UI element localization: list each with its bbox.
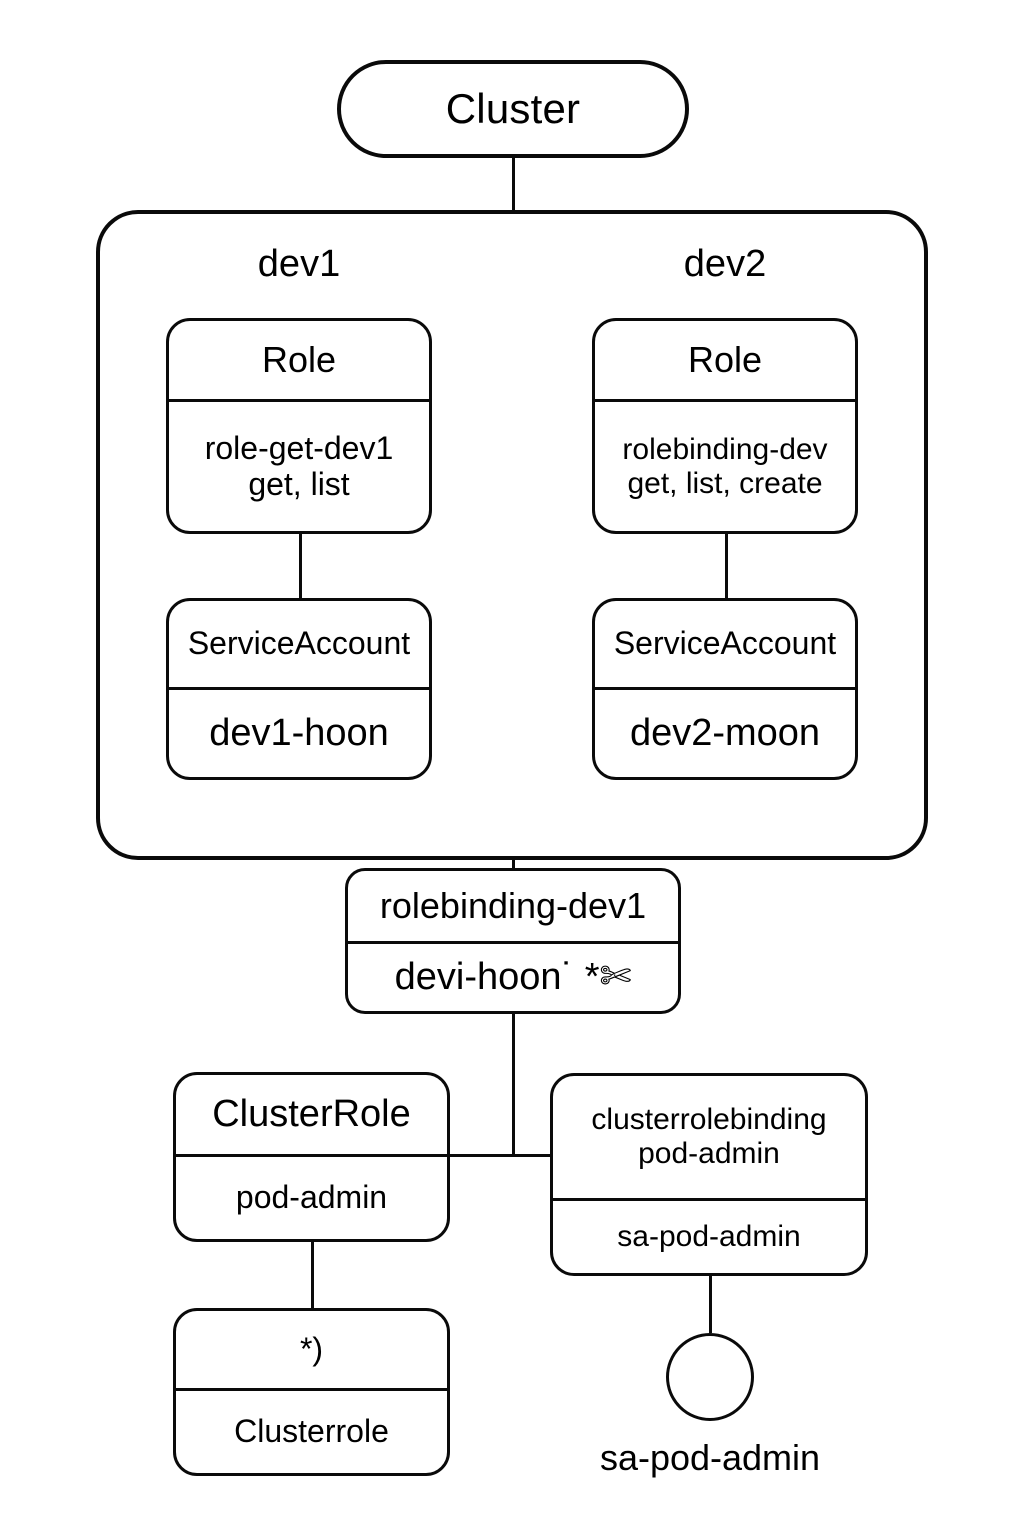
role-node-dev2-body: rolebinding-dev get, list, create bbox=[595, 399, 855, 531]
clusterrolebinding-node-body: sa-pod-admin bbox=[553, 1198, 865, 1273]
namespace-label-dev2: dev2 bbox=[683, 243, 767, 285]
clusterrole-subject-node-header: *) bbox=[299, 1330, 324, 1367]
serviceaccount-node-dev1[interactable]: ServiceAccount dev1-hoon bbox=[166, 598, 432, 780]
connector-junction-bus bbox=[448, 1154, 552, 1157]
serviceaccount-node-dev2-header: ServiceAccount bbox=[613, 625, 837, 662]
connector-clusterrolebinding-to-sa bbox=[709, 1276, 712, 1333]
cluster-label: Cluster bbox=[445, 85, 581, 132]
rolebinding-node-body: devi-hoon˙ *✄ bbox=[348, 941, 678, 1011]
role-node-dev1-header: Role bbox=[261, 338, 337, 380]
serviceaccount-node-dev2[interactable]: ServiceAccount dev2-moon bbox=[592, 598, 858, 780]
role-node-dev1[interactable]: Role role-get-dev1 get, list bbox=[166, 318, 432, 534]
serviceaccount-node-dev1-body: dev1-hoon bbox=[169, 687, 429, 777]
connector-role-to-sa-dev2 bbox=[725, 534, 728, 598]
clusterrole-subject-node[interactable]: *) Clusterrole bbox=[173, 1308, 450, 1476]
role-node-dev1-body: role-get-dev1 get, list bbox=[169, 399, 429, 531]
serviceaccount-node-dev1-header: ServiceAccount bbox=[187, 625, 411, 662]
service-account-circle-node[interactable] bbox=[666, 1333, 754, 1421]
clusterrole-node-header: ClusterRole bbox=[212, 1093, 411, 1136]
connector-rolebinding-to-junction bbox=[512, 1014, 515, 1156]
connector-role-to-sa-dev1 bbox=[299, 534, 302, 598]
serviceaccount-node-dev2-body: dev2-moon bbox=[595, 687, 855, 777]
role-node-dev2[interactable]: Role rolebinding-dev get, list, create bbox=[592, 318, 858, 534]
clusterrole-node[interactable]: ClusterRole pod-admin bbox=[173, 1072, 450, 1242]
connector-clusterrole-to-subject bbox=[311, 1242, 314, 1308]
clusterrole-subject-node-body: Clusterrole bbox=[176, 1388, 447, 1473]
connector-namespaces-to-rolebinding bbox=[512, 858, 515, 872]
service-account-circle-label: sa-pod-admin bbox=[599, 1437, 821, 1478]
clusterrolebinding-node[interactable]: clusterrolebinding pod-admin sa-pod-admi… bbox=[550, 1073, 868, 1276]
namespace-label-dev1: dev1 bbox=[257, 243, 341, 285]
role-node-dev2-header: Role bbox=[687, 338, 763, 380]
cluster-node[interactable]: Cluster bbox=[337, 60, 689, 158]
rolebinding-node[interactable]: rolebinding-dev1 devi-hoon˙ *✄ bbox=[345, 868, 681, 1014]
rolebinding-node-header: rolebinding-dev1 bbox=[379, 884, 647, 926]
clusterrole-node-body: pod-admin bbox=[176, 1154, 447, 1239]
clusterrolebinding-node-header: clusterrolebinding pod-admin bbox=[591, 1103, 827, 1170]
connector-cluster-to-namespaces bbox=[512, 158, 515, 212]
